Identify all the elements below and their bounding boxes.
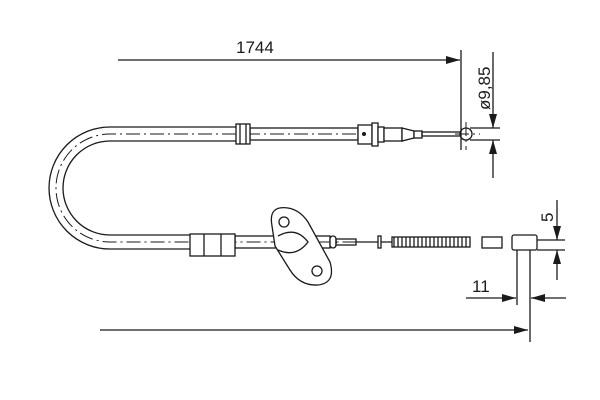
bottom-end-fitting [189,206,565,286]
dimension-offset: 5 [538,200,561,280]
dimension-ball-diameter-label: ø9,85 [475,67,494,110]
dimension-offset-label: 5 [538,213,557,222]
dimension-end-length-label: 11 [472,277,490,296]
spring [391,236,471,248]
cable-sheath [48,126,385,250]
dimension-length-label: 1744 [236,38,274,57]
dimension-end-length: 11 [466,250,566,342]
dimension-length: 1744 [100,38,528,334]
dimension-ball-diameter: ø9,85 [470,52,500,178]
top-end-fitting [235,122,480,150]
